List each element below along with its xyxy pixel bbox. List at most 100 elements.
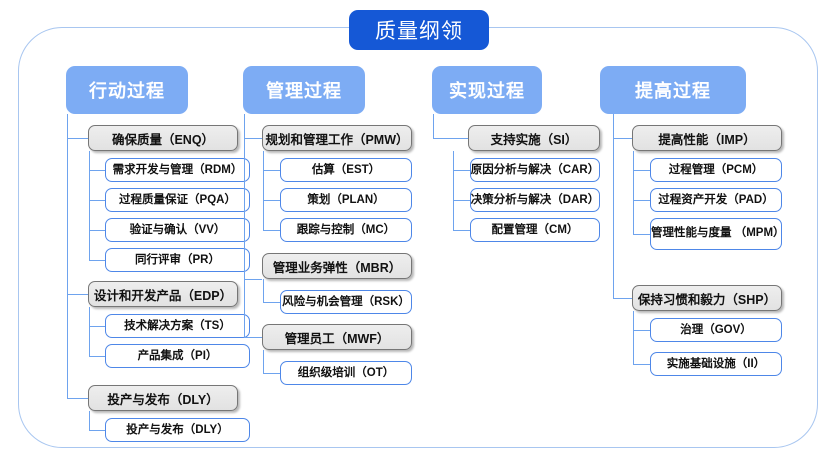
stub-1-0-2: [263, 230, 280, 232]
leaf-box-1-1-0[interactable]: 风险与机会管理（RSK）: [280, 290, 412, 314]
leaf-label-2-0-0: 原因分析与解决（CAR）: [470, 163, 600, 176]
group-label-0-1: 设计和开发产品（EDP）: [93, 288, 233, 303]
leaf-label-1-0-2: 跟踪与控制（MC）: [296, 223, 396, 236]
leaf-label-2-0-1: 决策分析与解决（DAR）: [470, 193, 600, 206]
stub-3-0-0: [633, 170, 650, 172]
leaf-box-3-0-0[interactable]: 过程管理（PCM）: [650, 158, 782, 182]
trunk-line-col-3: [613, 114, 615, 298]
leaf-box-1-0-0[interactable]: 估算（EST）: [280, 158, 412, 182]
stub-col1-group0: [244, 138, 262, 140]
leaf-label-1-0-1: 策划（PLAN）: [307, 193, 385, 206]
group-box-1-2[interactable]: 管理员工（MWF）: [262, 324, 412, 350]
group-label-0-0: 确保质量（ENQ）: [111, 132, 215, 147]
branch-line-2-0: [453, 151, 455, 231]
stub-col1-group2: [244, 337, 262, 339]
stub-1-1-0: [263, 302, 280, 304]
branch-line-1-0: [263, 151, 265, 231]
leaf-box-0-0-2[interactable]: 验证与确认（VV）: [105, 218, 250, 242]
leaf-box-3-0-2[interactable]: 管理性能与度量 （MPM）: [650, 218, 785, 250]
group-box-2-0[interactable]: 支持实施（SI）: [468, 125, 600, 151]
leaf-box-0-0-3[interactable]: 同行评审（PR）: [105, 248, 250, 272]
root-title-box: 质量纲领: [349, 10, 489, 50]
group-label-1-2: 管理员工（MWF）: [284, 331, 390, 346]
column-header-label-2: 实现过程: [449, 81, 525, 101]
leaf-box-3-1-1[interactable]: 实施基础设施（II）: [650, 352, 782, 376]
stub-2-0-1: [453, 200, 470, 202]
stub-col3-group1: [613, 298, 632, 300]
column-header-0[interactable]: 行动过程: [66, 66, 188, 114]
group-label-2-0: 支持实施（SI）: [490, 132, 578, 147]
column-header-3[interactable]: 提高过程: [600, 66, 746, 114]
root-title-label: 质量纲领: [375, 20, 463, 43]
group-box-1-0[interactable]: 规划和管理工作（PMW）: [262, 125, 412, 151]
stub-col0-group2: [67, 398, 88, 400]
leaf-box-1-2-0[interactable]: 组织级培训（OT）: [280, 361, 412, 385]
stub-3-0-2: [633, 234, 650, 236]
group-box-1-1[interactable]: 管理业务弹性（MBR）: [262, 253, 412, 279]
leaf-box-0-0-1[interactable]: 过程质量保证（PQA）: [105, 188, 250, 212]
leaf-label-0-0-0: 需求开发与管理（RDM）: [112, 163, 243, 176]
leaf-box-1-0-1[interactable]: 策划（PLAN）: [280, 188, 412, 212]
stub-1-0-0: [263, 170, 280, 172]
column-header-1[interactable]: 管理过程: [243, 66, 365, 114]
leaf-box-2-0-1[interactable]: 决策分析与解决（DAR）: [470, 188, 600, 212]
leaf-box-1-0-2[interactable]: 跟踪与控制（MC）: [280, 218, 412, 242]
leaf-box-2-0-0[interactable]: 原因分析与解决（CAR）: [470, 158, 600, 182]
leaf-box-3-1-0[interactable]: 治理（GOV）: [650, 318, 782, 342]
leaf-label-1-2-0: 组织级培训（OT）: [297, 366, 395, 379]
stub-col0-group1: [67, 294, 88, 296]
stub-2-0-2: [453, 230, 470, 232]
leaf-label-0-0-3: 同行评审（PR）: [135, 253, 220, 266]
branch-line-1-2: [263, 350, 265, 373]
trunk-line-col-2: [433, 114, 435, 138]
group-box-3-0[interactable]: 提高性能（IMP）: [632, 125, 782, 151]
leaf-box-0-1-1[interactable]: 产品集成（PI）: [105, 344, 250, 368]
stub-0-0-1: [89, 200, 105, 202]
leaf-label-3-1-0: 治理（GOV）: [680, 323, 752, 336]
leaf-box-2-0-2[interactable]: 配置管理（CM）: [470, 218, 600, 242]
leaf-label-0-1-0: 技术解决方案（TS）: [124, 319, 231, 332]
stub-1-0-1: [263, 200, 280, 202]
group-label-1-0: 规划和管理工作（PMW）: [265, 132, 409, 147]
column-header-2[interactable]: 实现过程: [432, 66, 542, 114]
leaf-box-3-0-1[interactable]: 过程资产开发（PAD）: [650, 188, 782, 212]
trunk-line-col-0: [67, 114, 69, 398]
group-box-0-0[interactable]: 确保质量（ENQ）: [88, 125, 238, 151]
column-header-label-1: 管理过程: [266, 81, 342, 101]
leaf-box-0-2-0[interactable]: 投产与发布（DLY）: [105, 418, 250, 442]
leaf-label-1-1-0: 风险与机会管理（RSK）: [282, 295, 410, 308]
leaf-box-0-0-0[interactable]: 需求开发与管理（RDM）: [105, 158, 250, 182]
stub-3-1-1: [633, 364, 650, 366]
group-label-3-0: 提高性能（IMP）: [658, 132, 756, 147]
branch-line-0-0: [89, 151, 91, 261]
leaf-label-3-1-1: 实施基础设施（II）: [666, 357, 766, 370]
stub-0-2-0: [89, 430, 105, 432]
trunk-line-col-1: [244, 114, 246, 338]
leaf-label-0-0-1: 过程质量保证（PQA）: [119, 193, 236, 206]
stub-1-2-0: [263, 373, 280, 375]
leaf-label-3-0-2: 管理性能与度量 （MPM）: [651, 227, 785, 240]
stub-3-1-0: [633, 330, 650, 332]
group-box-0-2[interactable]: 投产与发布（DLY）: [88, 385, 238, 411]
column-header-label-3: 提高过程: [635, 81, 711, 101]
leaf-label-0-1-1: 产品集成（PI）: [137, 349, 218, 362]
branch-line-1-1: [263, 279, 265, 302]
leaf-label-1-0-0: 估算（EST）: [311, 163, 381, 176]
group-label-3-1: 保持习惯和毅力（SHP）: [637, 292, 777, 307]
leaf-label-0-0-2: 验证与确认（VV）: [129, 223, 226, 236]
leaf-label-2-0-2: 配置管理（CM）: [491, 223, 579, 236]
branch-line-3-1: [633, 311, 635, 365]
stub-2-0-0: [453, 170, 470, 172]
branch-line-3-0: [633, 151, 635, 235]
column-header-label-0: 行动过程: [89, 81, 165, 101]
stub-col2-group0: [433, 138, 468, 140]
stub-3-0-1: [633, 200, 650, 202]
group-label-0-2: 投产与发布（DLY）: [107, 392, 219, 407]
leaf-label-0-2-0: 投产与发布（DLY）: [126, 423, 229, 436]
stub-0-0-3: [89, 260, 105, 262]
leaf-box-0-1-0[interactable]: 技术解决方案（TS）: [105, 314, 250, 338]
group-box-3-1[interactable]: 保持习惯和毅力（SHP）: [632, 285, 782, 311]
stub-0-1-1: [89, 356, 105, 358]
group-box-0-1[interactable]: 设计和开发产品（EDP）: [88, 281, 238, 307]
